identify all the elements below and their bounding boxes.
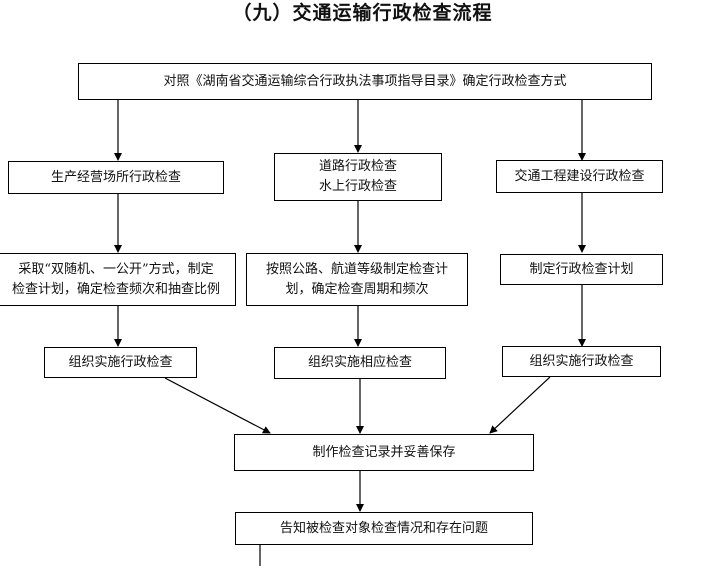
arrow-right3-to-record	[489, 376, 551, 434]
node-road-water-inspection: 道路行政检查 水上行政检查	[274, 153, 442, 201]
arrow-left3-to-record	[164, 377, 271, 434]
node-make-inspection-plan: 制定行政检查计划	[500, 254, 663, 285]
node-road-inspection-label: 道路行政检查	[318, 159, 397, 174]
node-make-inspection-plan-label: 制定行政检查计划	[529, 261, 634, 277]
node-grade-inspection-plan-line1: 按照公路、航道等级制定检查计	[265, 261, 448, 277]
node-determine-method: 对照《湖南省交通运输综合行政执法事项指导目录》确定行政检查方式	[78, 63, 652, 100]
node-random-inspection-plan-line1: 采取“双随机、一公开”方式，制定	[18, 261, 214, 277]
node-determine-method-label: 对照《湖南省交通运输综合行政执法事项指导目录》确定行政检查方式	[163, 73, 567, 89]
node-construction-inspection-label: 交通工程建设行政检查	[514, 168, 645, 184]
node-make-record-label: 制作检查记录并妥善保存	[312, 444, 456, 460]
node-make-record: 制作检查记录并妥善保存	[234, 434, 534, 471]
node-notify-inspected-party: 告知被检查对象检查情况和存在问题	[235, 512, 533, 545]
node-construction-inspection: 交通工程建设行政检查	[496, 160, 663, 193]
node-implement-inspection-left: 组织实施行政检查	[44, 347, 197, 378]
node-grade-inspection-plan: 按照公路、航道等级制定检查计 划，确定检查周期和频次	[246, 253, 468, 306]
node-business-site-inspection-label: 生产经营场所行政检查	[50, 169, 181, 185]
node-implement-inspection-left-label: 组织实施行政检查	[68, 354, 173, 370]
node-implement-corresponding-inspection-label: 组织实施相应检查	[307, 355, 412, 370]
node-business-site-inspection: 生产经营场所行政检查	[8, 161, 224, 194]
node-implement-inspection-right: 组织实施行政检查	[502, 346, 661, 377]
node-random-inspection-plan-line2: 检查计划，确定检查频次和抽查比例	[11, 281, 220, 297]
node-grade-inspection-plan-line2: 划，确定检查周期和频次	[285, 281, 429, 297]
node-implement-corresponding-inspection: 组织实施相应检查	[274, 347, 446, 379]
node-random-inspection-plan: 采取“双随机、一公开”方式，制定 检查计划，确定检查频次和抽查比例	[0, 253, 236, 306]
node-water-inspection-label: 水上行政检查	[318, 179, 397, 194]
page-title: （九）交通运输行政检查流程	[232, 2, 493, 24]
node-notify-inspected-party-label: 告知被检查对象检查情况和存在问题	[279, 520, 488, 536]
node-implement-inspection-right-label: 组织实施行政检查	[529, 353, 634, 369]
